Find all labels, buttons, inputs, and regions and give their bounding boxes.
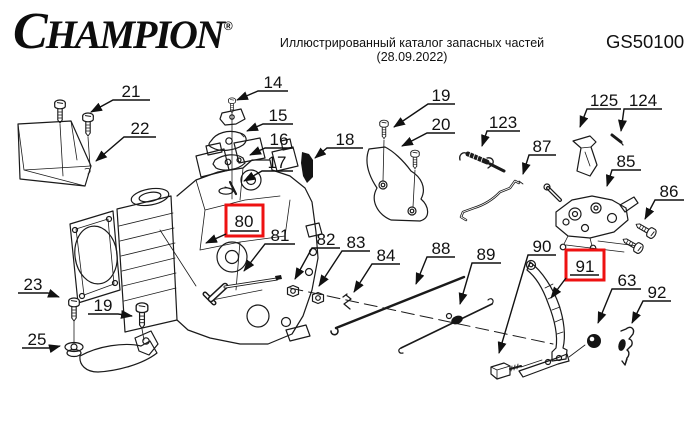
part-label-22[interactable]: 22 bbox=[95, 119, 156, 162]
svg-text:21[interactable]: 21 bbox=[122, 82, 141, 101]
part-label-86[interactable]: 86 bbox=[644, 182, 684, 220]
part-drawing-86-screws bbox=[620, 219, 659, 256]
part-label-88[interactable]: 88 bbox=[415, 239, 455, 285]
part-drawing-25-bracket bbox=[64, 330, 159, 373]
part-label-19b[interactable]: 19 bbox=[88, 296, 133, 319]
part-label-90[interactable]: 90 bbox=[497, 237, 556, 354]
part-label-89[interactable]: 89 bbox=[458, 245, 501, 305]
svg-text:19[interactable]: 19 bbox=[94, 296, 113, 315]
model-number: GS50100 bbox=[606, 31, 685, 52]
part-drawing-63-grommet bbox=[587, 334, 601, 348]
part-label-16[interactable]: 16 bbox=[249, 130, 293, 156]
svg-text:84[interactable]: 84 bbox=[377, 246, 396, 265]
part-label-25[interactable]: 25 bbox=[22, 330, 61, 354]
svg-text:87[interactable]: 87 bbox=[533, 137, 552, 156]
svg-text:124[interactable]: 124 bbox=[629, 91, 657, 110]
part-label-23[interactable]: 23 bbox=[18, 275, 60, 298]
part-label-18[interactable]: 18 bbox=[314, 130, 363, 159]
svg-text:90[interactable]: 90 bbox=[533, 237, 552, 256]
svg-text:91[interactable]: 91 bbox=[576, 257, 595, 276]
svg-text:83[interactable]: 83 bbox=[347, 233, 366, 252]
part-drawing-87-rod bbox=[459, 179, 524, 222]
part-label-14[interactable]: 14 bbox=[236, 73, 288, 101]
part-label-81[interactable]: 81 bbox=[243, 226, 295, 272]
svg-text:14[interactable]: 14 bbox=[264, 73, 283, 92]
svg-text:123[interactable]: 123 bbox=[489, 113, 517, 132]
part-drawing-22-cover bbox=[17, 120, 92, 187]
part-label-85[interactable]: 85 bbox=[605, 152, 641, 187]
part-label-87[interactable]: 87 bbox=[522, 137, 556, 175]
part-drawing-20-bracket bbox=[366, 146, 429, 222]
svg-text:92[interactable]: 92 bbox=[648, 283, 667, 302]
svg-text:85[interactable]: 85 bbox=[617, 152, 636, 171]
part-label-21[interactable]: 21 bbox=[90, 82, 150, 113]
part-drawing-89-rod bbox=[398, 298, 494, 354]
part-drawing-85-control-assembly bbox=[543, 183, 639, 253]
part-drawing-axis-dashed-line bbox=[289, 287, 554, 345]
logo-text: CHAMPION bbox=[13, 3, 225, 60]
svg-text:15[interactable]: 15 bbox=[269, 106, 288, 125]
svg-text:25[interactable]: 25 bbox=[28, 330, 47, 349]
part-drawing-124-pin bbox=[610, 133, 624, 146]
part-drawing-123-spring bbox=[459, 150, 506, 173]
part-drawing-88-rod bbox=[330, 275, 466, 336]
part-label-20[interactable]: 20 bbox=[401, 115, 455, 147]
svg-text:88[interactable]: 88 bbox=[432, 239, 451, 258]
svg-text:18[interactable]: 18 bbox=[336, 130, 355, 149]
svg-text:80[interactable]: 80 bbox=[235, 212, 254, 231]
part-drawing-92-spring bbox=[618, 326, 635, 366]
part-label-80-highlighted[interactable]: 80 bbox=[205, 203, 265, 244]
highlight-box-80 bbox=[224, 203, 265, 238]
part-drawing-82-nut bbox=[286, 284, 300, 298]
svg-text:19[interactable]: 19 bbox=[432, 86, 451, 105]
svg-text:81[interactable]: 81 bbox=[271, 226, 290, 245]
highlight-box-91 bbox=[564, 248, 606, 282]
svg-text:16[interactable]: 16 bbox=[270, 130, 289, 149]
part-label-83[interactable]: 83 bbox=[318, 233, 370, 287]
part-drawing-18-seal bbox=[301, 152, 313, 183]
part-drawing-19-screw bbox=[379, 119, 420, 208]
part-label-82[interactable]: 82 bbox=[294, 230, 340, 280]
part-drawing-91-lever bbox=[518, 259, 586, 378]
part-drawing-83-nut bbox=[311, 291, 325, 305]
part-drawing-90-block bbox=[490, 359, 543, 380]
svg-text:125[interactable]: 125 bbox=[590, 91, 618, 110]
part-drawing-15-plate bbox=[208, 130, 247, 151]
part-label-124[interactable]: 124 bbox=[618, 91, 662, 132]
catalog-subtitle: Иллюстрированный каталог запасных частей… bbox=[279, 36, 545, 64]
part-label-63[interactable]: 63 bbox=[597, 271, 641, 324]
part-label-15[interactable]: 15 bbox=[246, 106, 293, 132]
part-drawing-17-pin bbox=[218, 180, 238, 196]
part-label-84[interactable]: 84 bbox=[353, 246, 400, 293]
part-label-125[interactable]: 125 bbox=[579, 91, 621, 128]
part-label-123[interactable]: 123 bbox=[481, 113, 520, 147]
champion-logo: CHAMPION® bbox=[13, 2, 233, 61]
svg-text:86[interactable]: 86 bbox=[660, 182, 679, 201]
svg-text:17[interactable]: 17 bbox=[268, 153, 287, 172]
svg-text:22[interactable]: 22 bbox=[131, 119, 150, 138]
part-label-17[interactable]: 17 bbox=[243, 153, 293, 182]
part-drawing-125-bracket bbox=[572, 135, 598, 177]
part-label-19[interactable]: 19 bbox=[393, 86, 455, 128]
part-drawing-81-rod bbox=[202, 275, 282, 306]
registered-trademark-icon: ® bbox=[223, 19, 233, 33]
svg-text:20[interactable]: 20 bbox=[432, 115, 451, 134]
svg-text:23[interactable]: 23 bbox=[24, 275, 43, 294]
part-drawing-84-clip bbox=[342, 293, 352, 310]
part-label-91-highlighted[interactable]: 91 bbox=[550, 248, 606, 299]
svg-text:82[interactable]: 82 bbox=[317, 230, 336, 249]
svg-text:89[interactable]: 89 bbox=[477, 245, 496, 264]
part-label-92[interactable]: 92 bbox=[631, 283, 671, 324]
part-drawing-23-screw bbox=[68, 297, 80, 344]
svg-text:63[interactable]: 63 bbox=[618, 271, 637, 290]
